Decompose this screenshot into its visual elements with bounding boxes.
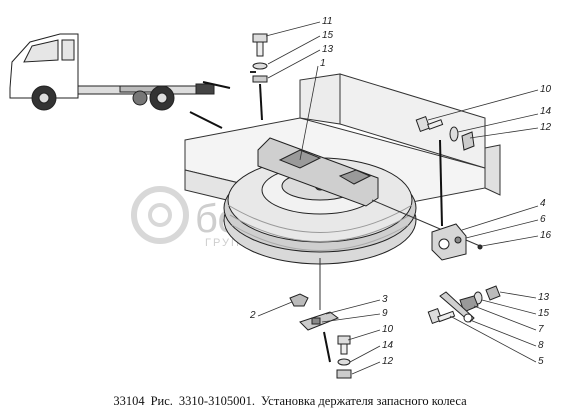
caption-model: 33104 xyxy=(113,394,145,408)
callout-12: 12 xyxy=(540,122,552,133)
nut-icon xyxy=(461,131,475,151)
caption-figure-number: 3310-3105001. xyxy=(178,394,255,408)
callout-15-bottom: 15 xyxy=(538,308,550,319)
figure-caption: 33104 Рис. 3310-3105001. Установка держател… xyxy=(0,394,580,409)
watermark-logo-icon xyxy=(131,186,189,244)
callout-12-bottom: 12 xyxy=(382,356,394,367)
frame-rails xyxy=(184,73,501,233)
callout-1: 1 xyxy=(320,58,326,69)
bottom-right-assembly xyxy=(427,285,501,324)
callout-14: 14 xyxy=(540,106,552,117)
bolt-head-icon xyxy=(252,33,268,43)
right-top-fastener-stack xyxy=(415,116,475,227)
washer-icon xyxy=(449,126,459,142)
right-bracket xyxy=(431,223,483,261)
callout-2: 2 xyxy=(249,310,256,321)
callout-8: 8 xyxy=(538,340,544,351)
callout-15: 15 xyxy=(322,30,334,41)
spare-wheel-holder-diagram: белавто ГРУППА КОМПАНИЙ xyxy=(9,16,552,379)
nut-icon xyxy=(485,285,501,301)
callout-13: 13 xyxy=(322,44,334,55)
bottom-fastener-stack xyxy=(336,335,352,379)
caption-title: Установка держателя запасного колеса xyxy=(260,394,467,408)
washer-icon xyxy=(337,358,351,366)
nut-2 xyxy=(289,293,309,307)
callout-3: 3 xyxy=(382,294,388,305)
callout-9: 9 xyxy=(382,308,388,319)
location-markers xyxy=(189,81,231,129)
callout-5: 5 xyxy=(538,356,544,367)
caption-figure-label: Рис. xyxy=(150,394,173,408)
callout-16: 16 xyxy=(540,230,552,241)
callout-10-bottom: 10 xyxy=(382,324,394,335)
callout-7: 7 xyxy=(538,324,544,335)
callout-13-bottom: 13 xyxy=(538,292,550,303)
washer-icon xyxy=(252,62,268,70)
top-fastener-stack xyxy=(250,33,268,121)
callout-4: 4 xyxy=(540,198,546,209)
callout-10: 10 xyxy=(540,84,552,95)
bolt-head-icon xyxy=(415,116,431,132)
nut-icon xyxy=(252,75,268,83)
callout-11: 11 xyxy=(322,16,332,27)
nut-icon xyxy=(289,293,309,307)
callout-14-bottom: 14 xyxy=(382,340,394,351)
bottom-plate xyxy=(299,258,340,363)
leader-lines xyxy=(257,21,539,375)
truck-thumbnail-icon xyxy=(9,33,215,111)
callouts: 11 15 13 1 10 14 12 4 6 16 2 3 9 10 14 1… xyxy=(249,16,552,367)
nut-icon xyxy=(336,369,352,379)
callout-6: 6 xyxy=(540,214,546,225)
